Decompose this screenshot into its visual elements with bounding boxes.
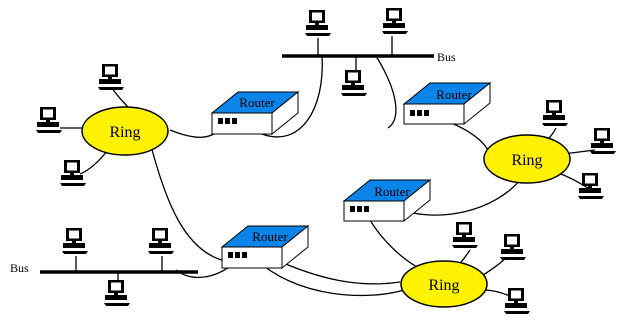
computer-icon bbox=[542, 100, 568, 126]
cable-ring3-lower bbox=[253, 257, 405, 297]
computer-icon bbox=[148, 228, 174, 254]
computer-icon bbox=[452, 222, 478, 248]
computer-icon bbox=[578, 173, 604, 199]
computer-icon bbox=[98, 64, 124, 90]
cable-router4-ring3 bbox=[271, 257, 401, 285]
computer-icon bbox=[36, 107, 62, 133]
router-2-label: Router bbox=[436, 87, 472, 102]
router-2: Router bbox=[402, 81, 492, 126]
cable-topbus-router2 bbox=[375, 55, 397, 129]
router-1: Router bbox=[210, 90, 300, 136]
ring-bottom-label: Ring bbox=[428, 277, 459, 294]
bottom-bus: Bus bbox=[10, 261, 198, 275]
cable-ring1-router4 bbox=[149, 141, 231, 263]
computer-icon bbox=[382, 8, 408, 34]
computer-icon bbox=[341, 70, 367, 96]
computer-icon bbox=[104, 280, 130, 306]
cable-topbus-router1 bbox=[261, 55, 323, 138]
top-bus-label: Bus bbox=[437, 50, 456, 64]
ring-right-label: Ring bbox=[511, 152, 542, 169]
top-bus: Bus bbox=[282, 50, 456, 64]
ring-right: Ring bbox=[483, 134, 571, 184]
computer-icon bbox=[305, 10, 331, 36]
ring-left-label: Ring bbox=[109, 124, 140, 141]
bottom-bus-label: Bus bbox=[10, 261, 29, 275]
ring-left: Ring bbox=[81, 106, 169, 156]
ring-bottom: Ring bbox=[400, 260, 488, 308]
router-3: Router bbox=[342, 178, 432, 223]
router-3-label: Router bbox=[374, 184, 410, 199]
router-4-label: Router bbox=[252, 229, 288, 244]
computer-icon bbox=[504, 288, 530, 314]
computer-icon bbox=[62, 228, 88, 254]
router-1-label: Router bbox=[239, 95, 275, 110]
computer-icon bbox=[500, 234, 526, 260]
router-4: Router bbox=[220, 224, 310, 270]
